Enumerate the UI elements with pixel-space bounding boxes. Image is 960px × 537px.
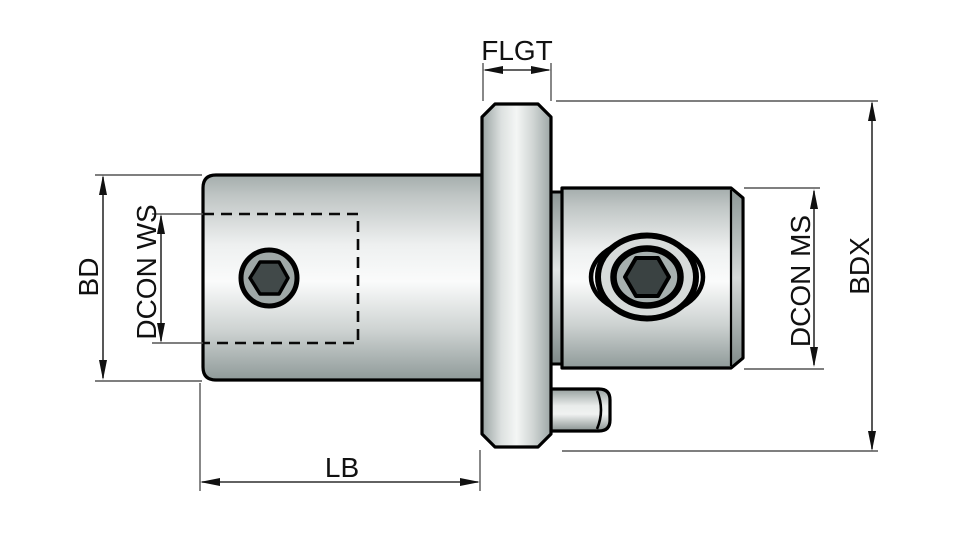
retention-pin (549, 387, 612, 433)
dimension-dcon-ms: DCON MS (744, 187, 824, 370)
dcon-ws-label: DCON WS (131, 204, 162, 339)
dcon-ms-label: DCON MS (785, 215, 816, 347)
dcon-ws-arrow-down (157, 323, 165, 343)
lb-label: LB (325, 452, 359, 483)
workpiece-side-body (201, 173, 484, 382)
dimension-lb: LB (199, 383, 481, 491)
part-shapes (201, 102, 745, 449)
bdx-arrow-down (868, 431, 876, 451)
bd-arrow-down (99, 360, 107, 380)
dimension-flgt: FLGT (481, 35, 553, 101)
ms-screw-hex-socket (623, 256, 671, 298)
ws-socket-screw (238, 247, 300, 309)
lb-arrow-left (200, 478, 220, 486)
ms-socket-screw (588, 232, 706, 322)
dimension-bdx: BDX (556, 100, 878, 452)
lb-arrow-right (460, 478, 480, 486)
bd-arrow-up (99, 175, 107, 195)
retention-pin-cap-line (595, 390, 603, 430)
bdx-label: BDX (844, 237, 875, 295)
flgt-arrow-right (531, 66, 551, 74)
bd-label: BD (73, 258, 104, 297)
dcon-ws-arrow-up (157, 214, 165, 234)
flange (480, 102, 553, 449)
flgt-label: FLGT (481, 35, 553, 66)
dimension-dcon-ws: DCON WS (131, 204, 203, 344)
bdx-arrow-up (868, 101, 876, 121)
dimensions: BD DCON WS FLGT DCON MS (73, 35, 878, 491)
dcon-ms-arrow-down (810, 347, 818, 367)
hidden-bore-dashed-outline (203, 212, 360, 345)
flgt-arrow-left (483, 66, 503, 74)
machine-side-chamfer-band (731, 190, 741, 366)
dcon-ms-arrow-up (810, 189, 818, 209)
ws-screw-hex-socket (248, 260, 290, 296)
dimension-bd: BD (73, 174, 202, 382)
